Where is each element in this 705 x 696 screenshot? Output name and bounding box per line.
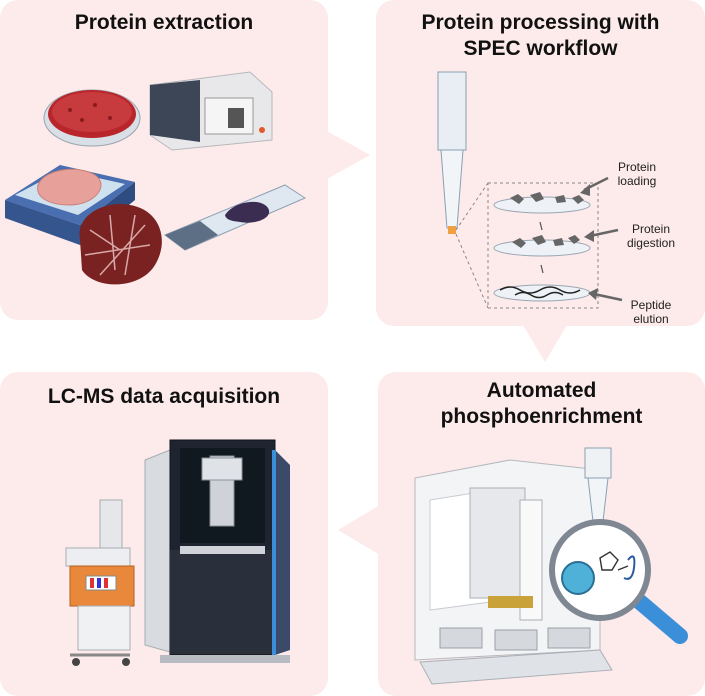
cryostat-instrument-icon	[149, 71, 273, 151]
mass-spectrometer-icon	[144, 439, 290, 663]
pipette-tip-icon	[437, 71, 467, 234]
panel-protein-extraction: Protein extraction	[0, 0, 328, 320]
panel-title: LC-MS data acquisition	[47, 385, 281, 408]
lc-system-icon	[65, 499, 135, 666]
panel-title: Protein extraction	[74, 11, 254, 34]
step-label-protein-loading: Protein loading	[617, 160, 657, 188]
step-arrows	[580, 176, 623, 302]
microscope-slide-icon	[164, 184, 307, 251]
meat-tissue-icon	[79, 204, 162, 285]
panel-title: Automated phosphoenrichment	[440, 379, 643, 428]
magnifier-icon	[549, 519, 688, 644]
panel-title: Protein processing with SPEC workflow	[421, 11, 660, 60]
connector-arrow-2	[520, 320, 570, 362]
panel-spec-workflow: Protein processing with SPEC workflow	[376, 0, 705, 326]
connector-arrow-3	[338, 505, 380, 555]
petri-dish-icon	[43, 89, 141, 147]
step-label-peptide-elution: Peptide elution	[630, 298, 672, 326]
connector-arrow-1	[325, 130, 370, 180]
spec-disk-stack	[455, 182, 599, 309]
liquid-handler-robot-icon	[414, 459, 613, 685]
step-label-protein-digestion: Protein digestion	[626, 222, 676, 250]
